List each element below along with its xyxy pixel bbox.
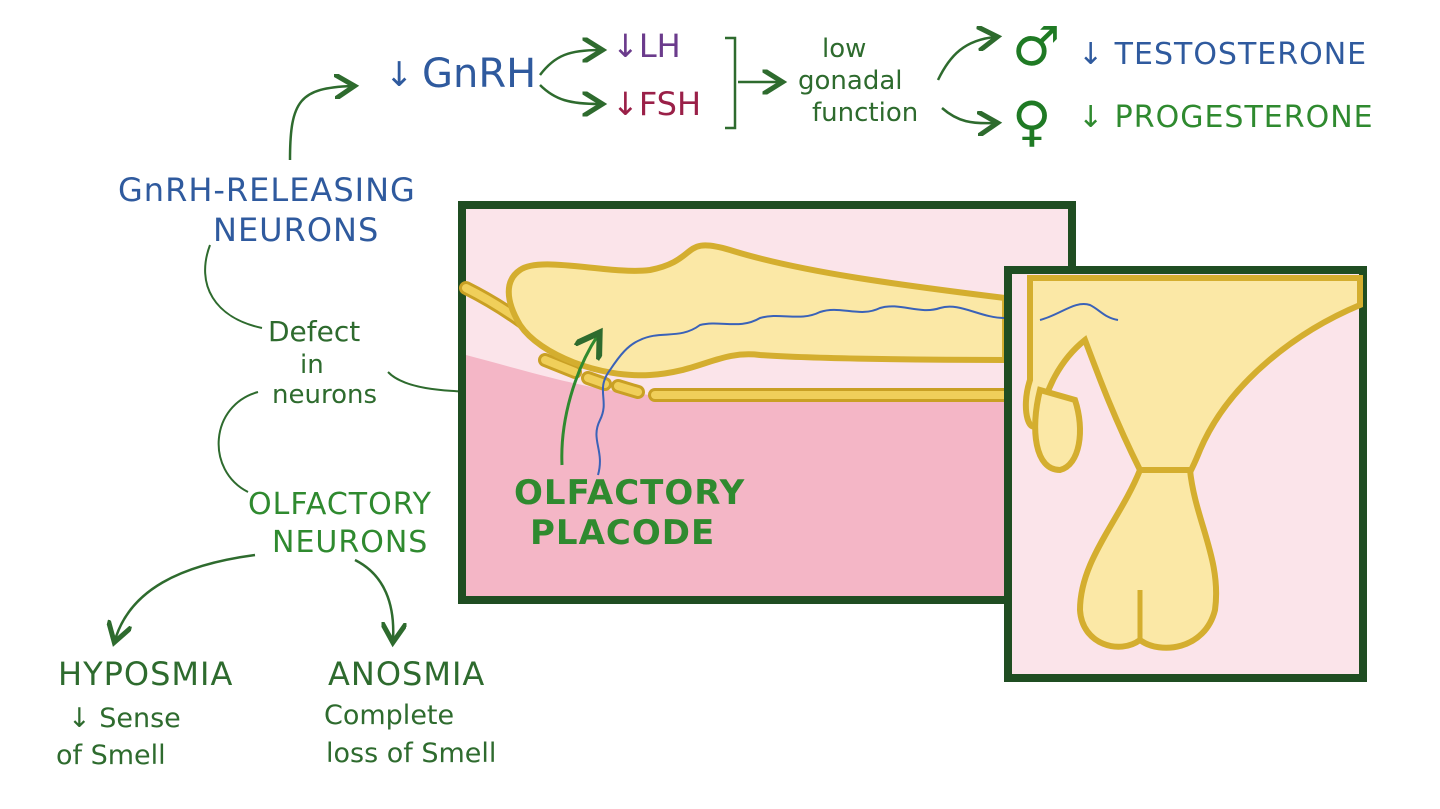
lh-label: ↓LH	[612, 27, 681, 65]
anosmia-title: ANOSMIA	[328, 655, 486, 693]
connector-gnrh-to-defect	[204, 244, 263, 329]
male-symbol-icon: ♂	[1012, 15, 1061, 78]
olfactory-neurons-line2: NEURONS	[272, 525, 429, 560]
gnrh-releasing-line1: GnRH-RELEASING	[118, 171, 416, 209]
gnrh-down-arrow: ↓	[385, 55, 414, 95]
arrow-low-to-female	[941, 107, 995, 123]
low-gonadal-line1: low	[822, 34, 867, 64]
hyposmia-desc-line2: of Smell	[56, 740, 166, 771]
anosmia-desc-line1: Complete	[324, 700, 455, 731]
arrow-neurons-to-gnrh	[288, 86, 352, 161]
arrow-gnrh-to-lh	[539, 50, 600, 76]
gnrh-releasing-line2: NEURONS	[213, 211, 380, 249]
hyposmia-desc-line1: ↓ Sense	[68, 703, 181, 734]
illustration-panel-brain	[1004, 266, 1367, 682]
fsh-label: ↓FSH	[612, 85, 702, 123]
connector-defect-to-olfactory	[217, 391, 259, 493]
progesterone-label: ↓ PROGESTERONE	[1078, 100, 1374, 135]
arrow-low-to-male	[936, 37, 995, 81]
defect-line2: in	[300, 350, 324, 380]
arrow-gnrh-to-fsh	[539, 84, 600, 104]
hyposmia-title: HYPOSMIA	[58, 655, 234, 693]
olfactory-placode-line1: OLFACTORY	[514, 473, 746, 513]
arrow-olfactory-to-anosmia	[354, 558, 393, 640]
bracket-lh-fsh	[725, 36, 737, 130]
low-gonadal-line2: gonadal	[798, 66, 903, 96]
testosterone-label: ↓ TESTOSTERONE	[1078, 37, 1368, 72]
gnrh-label: GnRH	[422, 51, 537, 97]
female-symbol-icon: ♀	[1012, 90, 1052, 153]
defect-line3: neurons	[272, 380, 378, 410]
anosmia-desc-line2: loss of Smell	[326, 738, 497, 769]
olfactory-neurons-line1: OLFACTORY	[248, 487, 432, 522]
low-gonadal-line3: function	[812, 98, 919, 128]
illustration-panel-sagittal	[458, 201, 1076, 604]
arrow-olfactory-to-hyposmia	[115, 553, 256, 640]
defect-line1: Defect	[268, 315, 361, 348]
olfactory-placode-line2: PLACODE	[530, 513, 716, 553]
